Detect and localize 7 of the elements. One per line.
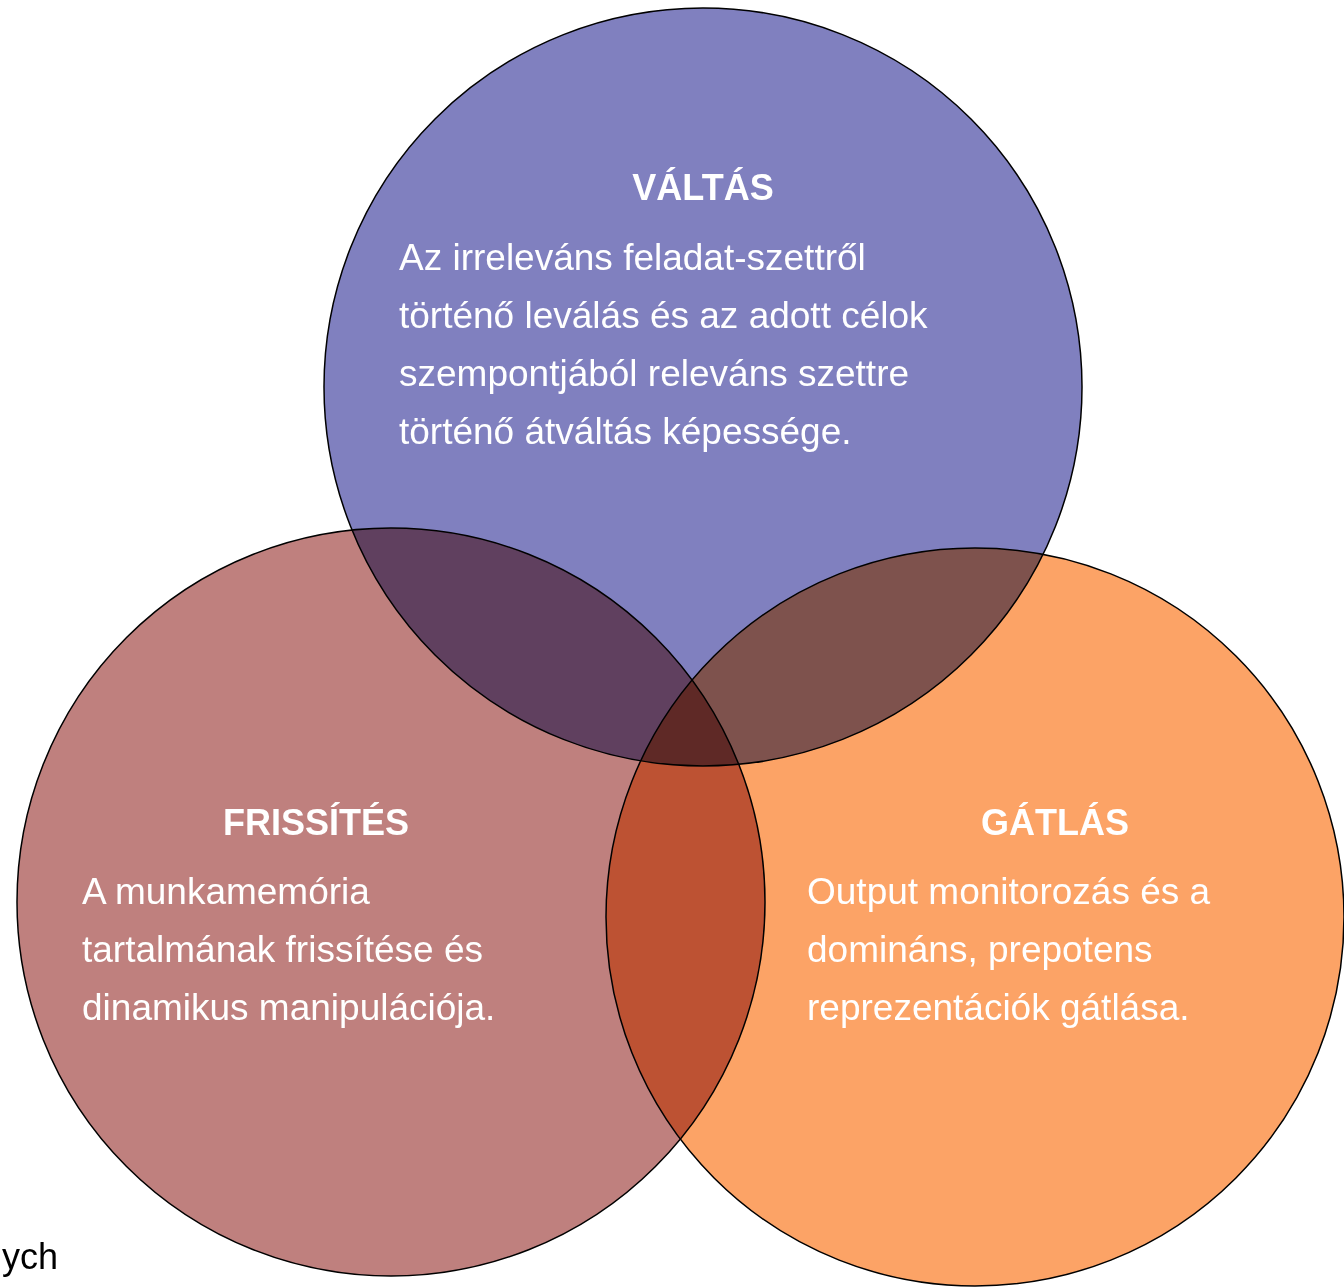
circle-description: Output monitorozás és a domináns, prepotens reprezentációk gátlása.	[807, 870, 1212, 1030]
text-fragment: ych	[2, 1236, 59, 1278]
circle-description: Az irreleváns feladat-szettről történő leválás és az adott célok szempontjából releváns szettre történő átváltás képessége.	[399, 236, 929, 454]
circle-description: A munkamemória tartalmának frissítése és dinamikus manipulációja.	[82, 870, 497, 1030]
circle-heading: VÁLTÁS	[631, 167, 775, 209]
circle-heading: GÁTLÁS	[980, 802, 1130, 844]
circle-heading: FRISSÍTÉS	[222, 802, 410, 844]
